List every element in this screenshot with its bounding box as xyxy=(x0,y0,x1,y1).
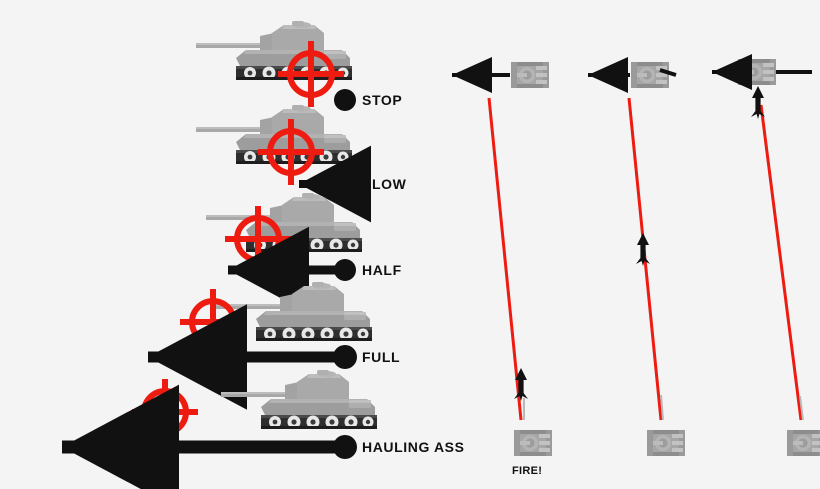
label-full: FULL xyxy=(362,349,401,365)
tank-side-icon xyxy=(196,105,352,164)
lead-dot xyxy=(334,89,356,111)
label-hauling-ass: HAULING ASS xyxy=(362,439,465,455)
label-stop: STOP xyxy=(362,92,403,108)
tracer-line-icon xyxy=(759,104,803,421)
row-half xyxy=(206,193,362,314)
tank-side-icon xyxy=(221,370,377,429)
shell-arrow-icon xyxy=(636,233,650,266)
tracer-line-icon xyxy=(487,97,523,421)
row-stop xyxy=(196,21,356,111)
row-full xyxy=(148,282,372,410)
tank-top-icon xyxy=(647,430,685,456)
tank-side-icon xyxy=(206,193,362,252)
label-slow: SLOW xyxy=(362,176,407,192)
muzzle-line xyxy=(660,394,664,421)
tank-top-icon xyxy=(511,62,549,88)
tank-side-icon xyxy=(216,282,372,341)
tank-top-icon xyxy=(631,62,669,88)
scenario-column-fire xyxy=(452,57,552,456)
scenario-column-midway xyxy=(588,57,685,456)
row-hauling-ass xyxy=(61,370,377,489)
scenario-column-impact xyxy=(712,54,820,456)
tank-top-icon xyxy=(514,430,552,456)
tank-top-icon xyxy=(738,59,776,85)
row-slow xyxy=(196,105,371,223)
hull-line xyxy=(659,68,677,77)
crosshair-icon xyxy=(132,379,198,445)
crosshair-icon xyxy=(180,289,246,355)
muzzle-line xyxy=(799,395,804,421)
label-fire: FIRE! xyxy=(512,465,543,477)
tank-top-icon xyxy=(787,430,820,456)
label-half: HALF xyxy=(362,262,402,278)
